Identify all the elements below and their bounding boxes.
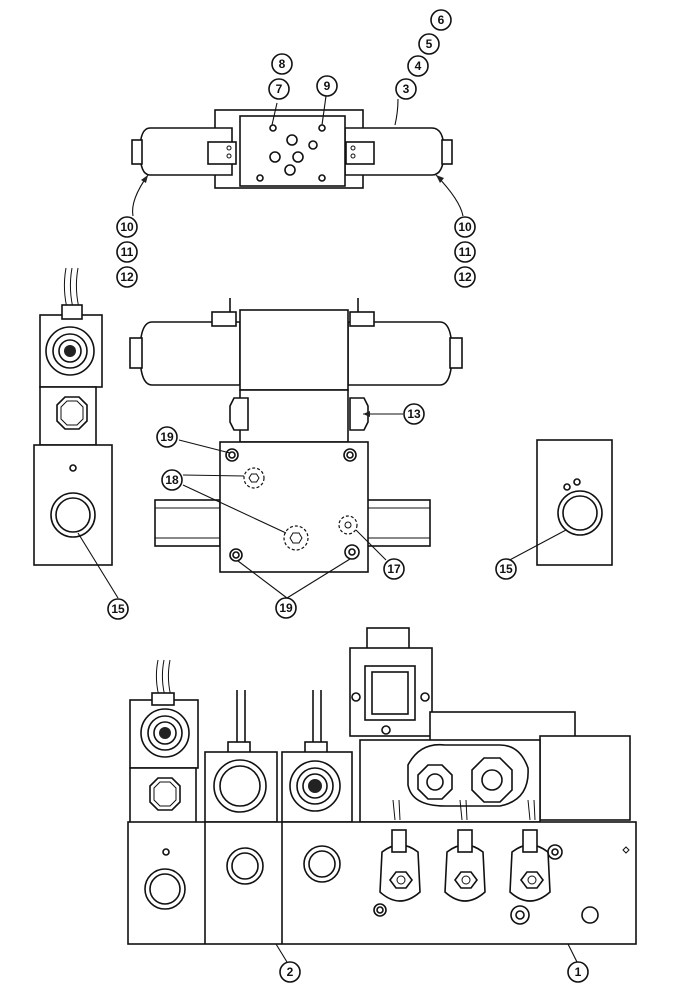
callout-12-left: 12 — [116, 266, 138, 288]
svg-text:10: 10 — [120, 220, 134, 234]
svg-text:6: 6 — [438, 13, 445, 27]
callout-11-right: 11 — [454, 241, 476, 263]
callout-3: 3 — [395, 78, 417, 100]
callout-10-right: 10 — [454, 216, 476, 238]
callout-8: 8 — [271, 53, 293, 75]
callout-5: 5 — [418, 33, 440, 55]
svg-text:18: 18 — [165, 473, 179, 487]
bottom-manifold-assembly — [127, 627, 637, 945]
callout-15-left: 15 — [107, 598, 129, 620]
svg-text:15: 15 — [499, 562, 513, 576]
right-end-plate — [536, 439, 613, 566]
callout-12-right: 12 — [454, 266, 476, 288]
callout-18: 18 — [161, 469, 183, 491]
svg-text:11: 11 — [459, 245, 472, 259]
svg-text:4: 4 — [415, 59, 422, 73]
center-valve-with-subplate — [129, 298, 463, 573]
callout-19-top: 19 — [156, 426, 178, 448]
callout-17: 17 — [383, 558, 405, 580]
svg-text:1: 1 — [575, 965, 582, 979]
callout-10-left: 10 — [116, 216, 138, 238]
svg-text:5: 5 — [426, 37, 433, 51]
svg-text:2: 2 — [287, 965, 294, 979]
callout-4: 4 — [407, 55, 429, 77]
callout-7: 7 — [268, 78, 290, 100]
callout-1: 1 — [567, 961, 589, 983]
callout-19-bottom: 19 — [275, 597, 297, 619]
top-valve-assembly — [131, 109, 453, 189]
svg-text:7: 7 — [276, 82, 283, 96]
callout-6: 6 — [430, 9, 452, 31]
svg-text:12: 12 — [458, 270, 472, 284]
svg-text:13: 13 — [407, 407, 421, 421]
svg-text:19: 19 — [160, 430, 174, 444]
callout-2: 2 — [279, 961, 301, 983]
left-side-solenoid-stack — [33, 267, 113, 566]
svg-text:15: 15 — [111, 602, 125, 616]
svg-text:10: 10 — [458, 220, 472, 234]
callout-11-left: 11 — [116, 241, 138, 263]
svg-text:3: 3 — [403, 82, 410, 96]
svg-text:8: 8 — [279, 57, 286, 71]
callout-9: 9 — [316, 75, 338, 97]
svg-text:12: 12 — [120, 270, 134, 284]
leader-lines — [77, 95, 578, 963]
svg-text:17: 17 — [387, 562, 401, 576]
svg-text:9: 9 — [324, 79, 331, 93]
svg-text:19: 19 — [279, 601, 293, 615]
callout-15-right: 15 — [495, 558, 517, 580]
callout-13: 13 — [403, 403, 425, 425]
svg-text:11: 11 — [121, 245, 134, 259]
